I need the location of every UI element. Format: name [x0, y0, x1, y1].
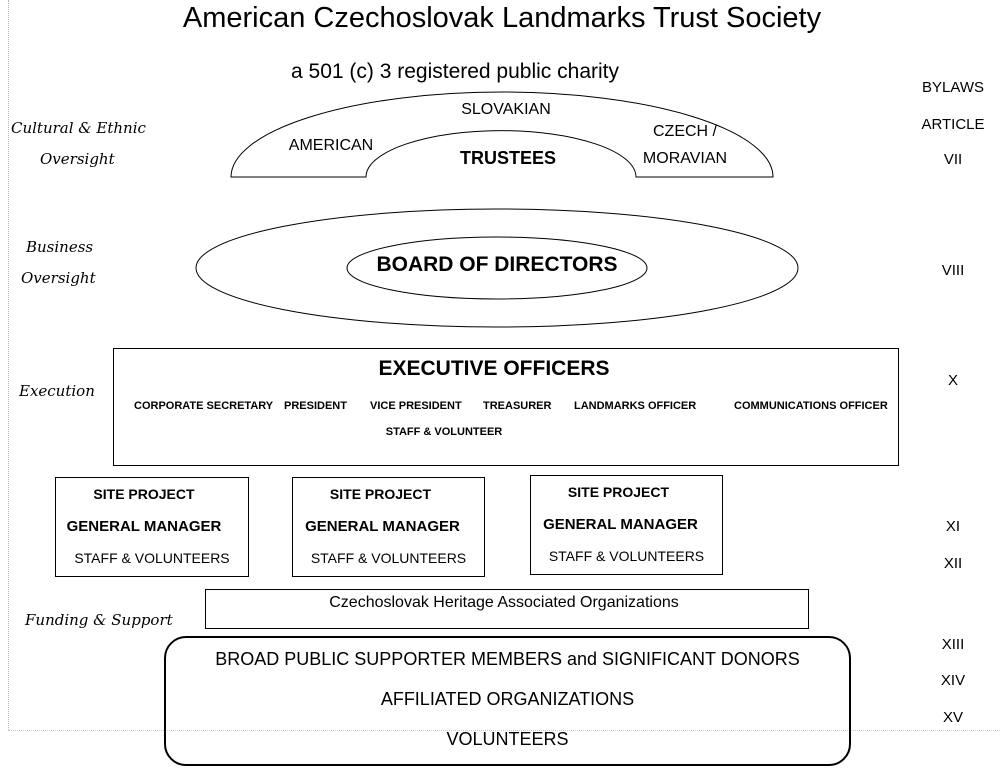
- side-label-business: Business: [26, 238, 94, 256]
- trustee-czech-label: CZECH /: [653, 123, 717, 140]
- supporters-members-label: BROAD PUBLIC SUPPORTER MEMBERS and SIGNI…: [215, 649, 800, 669]
- heritage-organizations-box: Czechoslovak Heritage Associated Organiz…: [205, 589, 809, 629]
- article-number: XI: [945, 518, 961, 535]
- role-president: PRESIDENT: [284, 400, 347, 412]
- trustee-slovakian-label: SLOVAKIAN: [461, 101, 551, 118]
- page-title: American Czechoslovak Landmarks Trust So…: [182, 2, 822, 34]
- trustee-moravian-label: MORAVIAN: [642, 150, 728, 167]
- side-label-cultural-oversight: Oversight: [40, 150, 115, 168]
- frame-left-border: [8, 0, 9, 730]
- article-heading: ARTICLE: [921, 116, 985, 133]
- site-general-manager-label: GENERAL MANAGER: [543, 516, 698, 533]
- site-project-box: SITE PROJECT GENERAL MANAGER STAFF & VOL…: [55, 477, 249, 577]
- article-number: X: [947, 372, 958, 389]
- board-inner-ellipse: [346, 236, 648, 300]
- trustees-arch: [230, 91, 774, 178]
- site-project-box: SITE PROJECT GENERAL MANAGER STAFF & VOL…: [530, 475, 723, 575]
- supporters-box: BROAD PUBLIC SUPPORTER MEMBERS and SIGNI…: [164, 636, 851, 766]
- site-staff-label: STAFF & VOLUNTEERS: [74, 550, 230, 566]
- article-number: VIII: [941, 262, 965, 279]
- executive-officers-box: EXECUTIVE OFFICERS CORPORATE SECRETARY P…: [113, 348, 899, 466]
- article-number: XII: [943, 555, 963, 572]
- bylaws-heading: BYLAWS: [922, 79, 984, 96]
- frame-bottom-border: [8, 730, 1000, 731]
- site-project-label: SITE PROJECT: [93, 486, 195, 502]
- heritage-organizations-label: Czechoslovak Heritage Associated Organiz…: [329, 594, 679, 611]
- role-vice-president: VICE PRESIDENT: [370, 400, 462, 412]
- side-label-business-oversight: Oversight: [21, 269, 96, 287]
- site-general-manager-label: GENERAL MANAGER: [305, 518, 460, 535]
- site-staff-label: STAFF & VOLUNTEERS: [548, 548, 705, 564]
- trustees-label: TRUSTEES: [459, 148, 556, 168]
- site-project-box: SITE PROJECT GENERAL MANAGER STAFF & VOL…: [292, 477, 485, 577]
- site-general-manager-label: GENERAL MANAGER: [66, 518, 222, 535]
- page-subtitle: a 501 (c) 3 registered public charity: [291, 60, 619, 83]
- article-number: XIV: [940, 672, 966, 689]
- trustee-american-label: AMERICAN: [288, 137, 374, 154]
- affiliated-organizations-label: AFFILIATED ORGANIZATIONS: [380, 689, 635, 709]
- volunteers-label: VOLUNTEERS: [446, 729, 569, 749]
- executive-officers-title: EXECUTIVE OFFICERS: [378, 357, 610, 380]
- board-outer-ellipse: [195, 208, 799, 328]
- article-number: VII: [943, 151, 963, 168]
- executive-staff-label: STAFF & VOLUNTEER: [385, 426, 503, 438]
- role-treasurer: TREASURER: [483, 400, 552, 412]
- side-label-execution: Execution: [19, 382, 95, 400]
- role-communications-officer: COMMUNICATIONS OFFICER: [734, 400, 888, 412]
- site-staff-label: STAFF & VOLUNTEERS: [310, 550, 467, 566]
- side-label-cultural: Cultural & Ethnic: [11, 119, 146, 137]
- site-project-label: SITE PROJECT: [329, 486, 432, 502]
- article-number: XV: [942, 709, 963, 726]
- role-landmarks-officer: LANDMARKS OFFICER: [574, 400, 697, 412]
- board-of-directors-label: BOARD OF DIRECTORS: [376, 253, 618, 276]
- side-label-funding: Funding & Support: [25, 611, 173, 629]
- role-corporate-secretary: CORPORATE SECRETARY: [134, 400, 274, 412]
- article-number: XIII: [941, 636, 965, 653]
- site-project-label: SITE PROJECT: [567, 484, 670, 500]
